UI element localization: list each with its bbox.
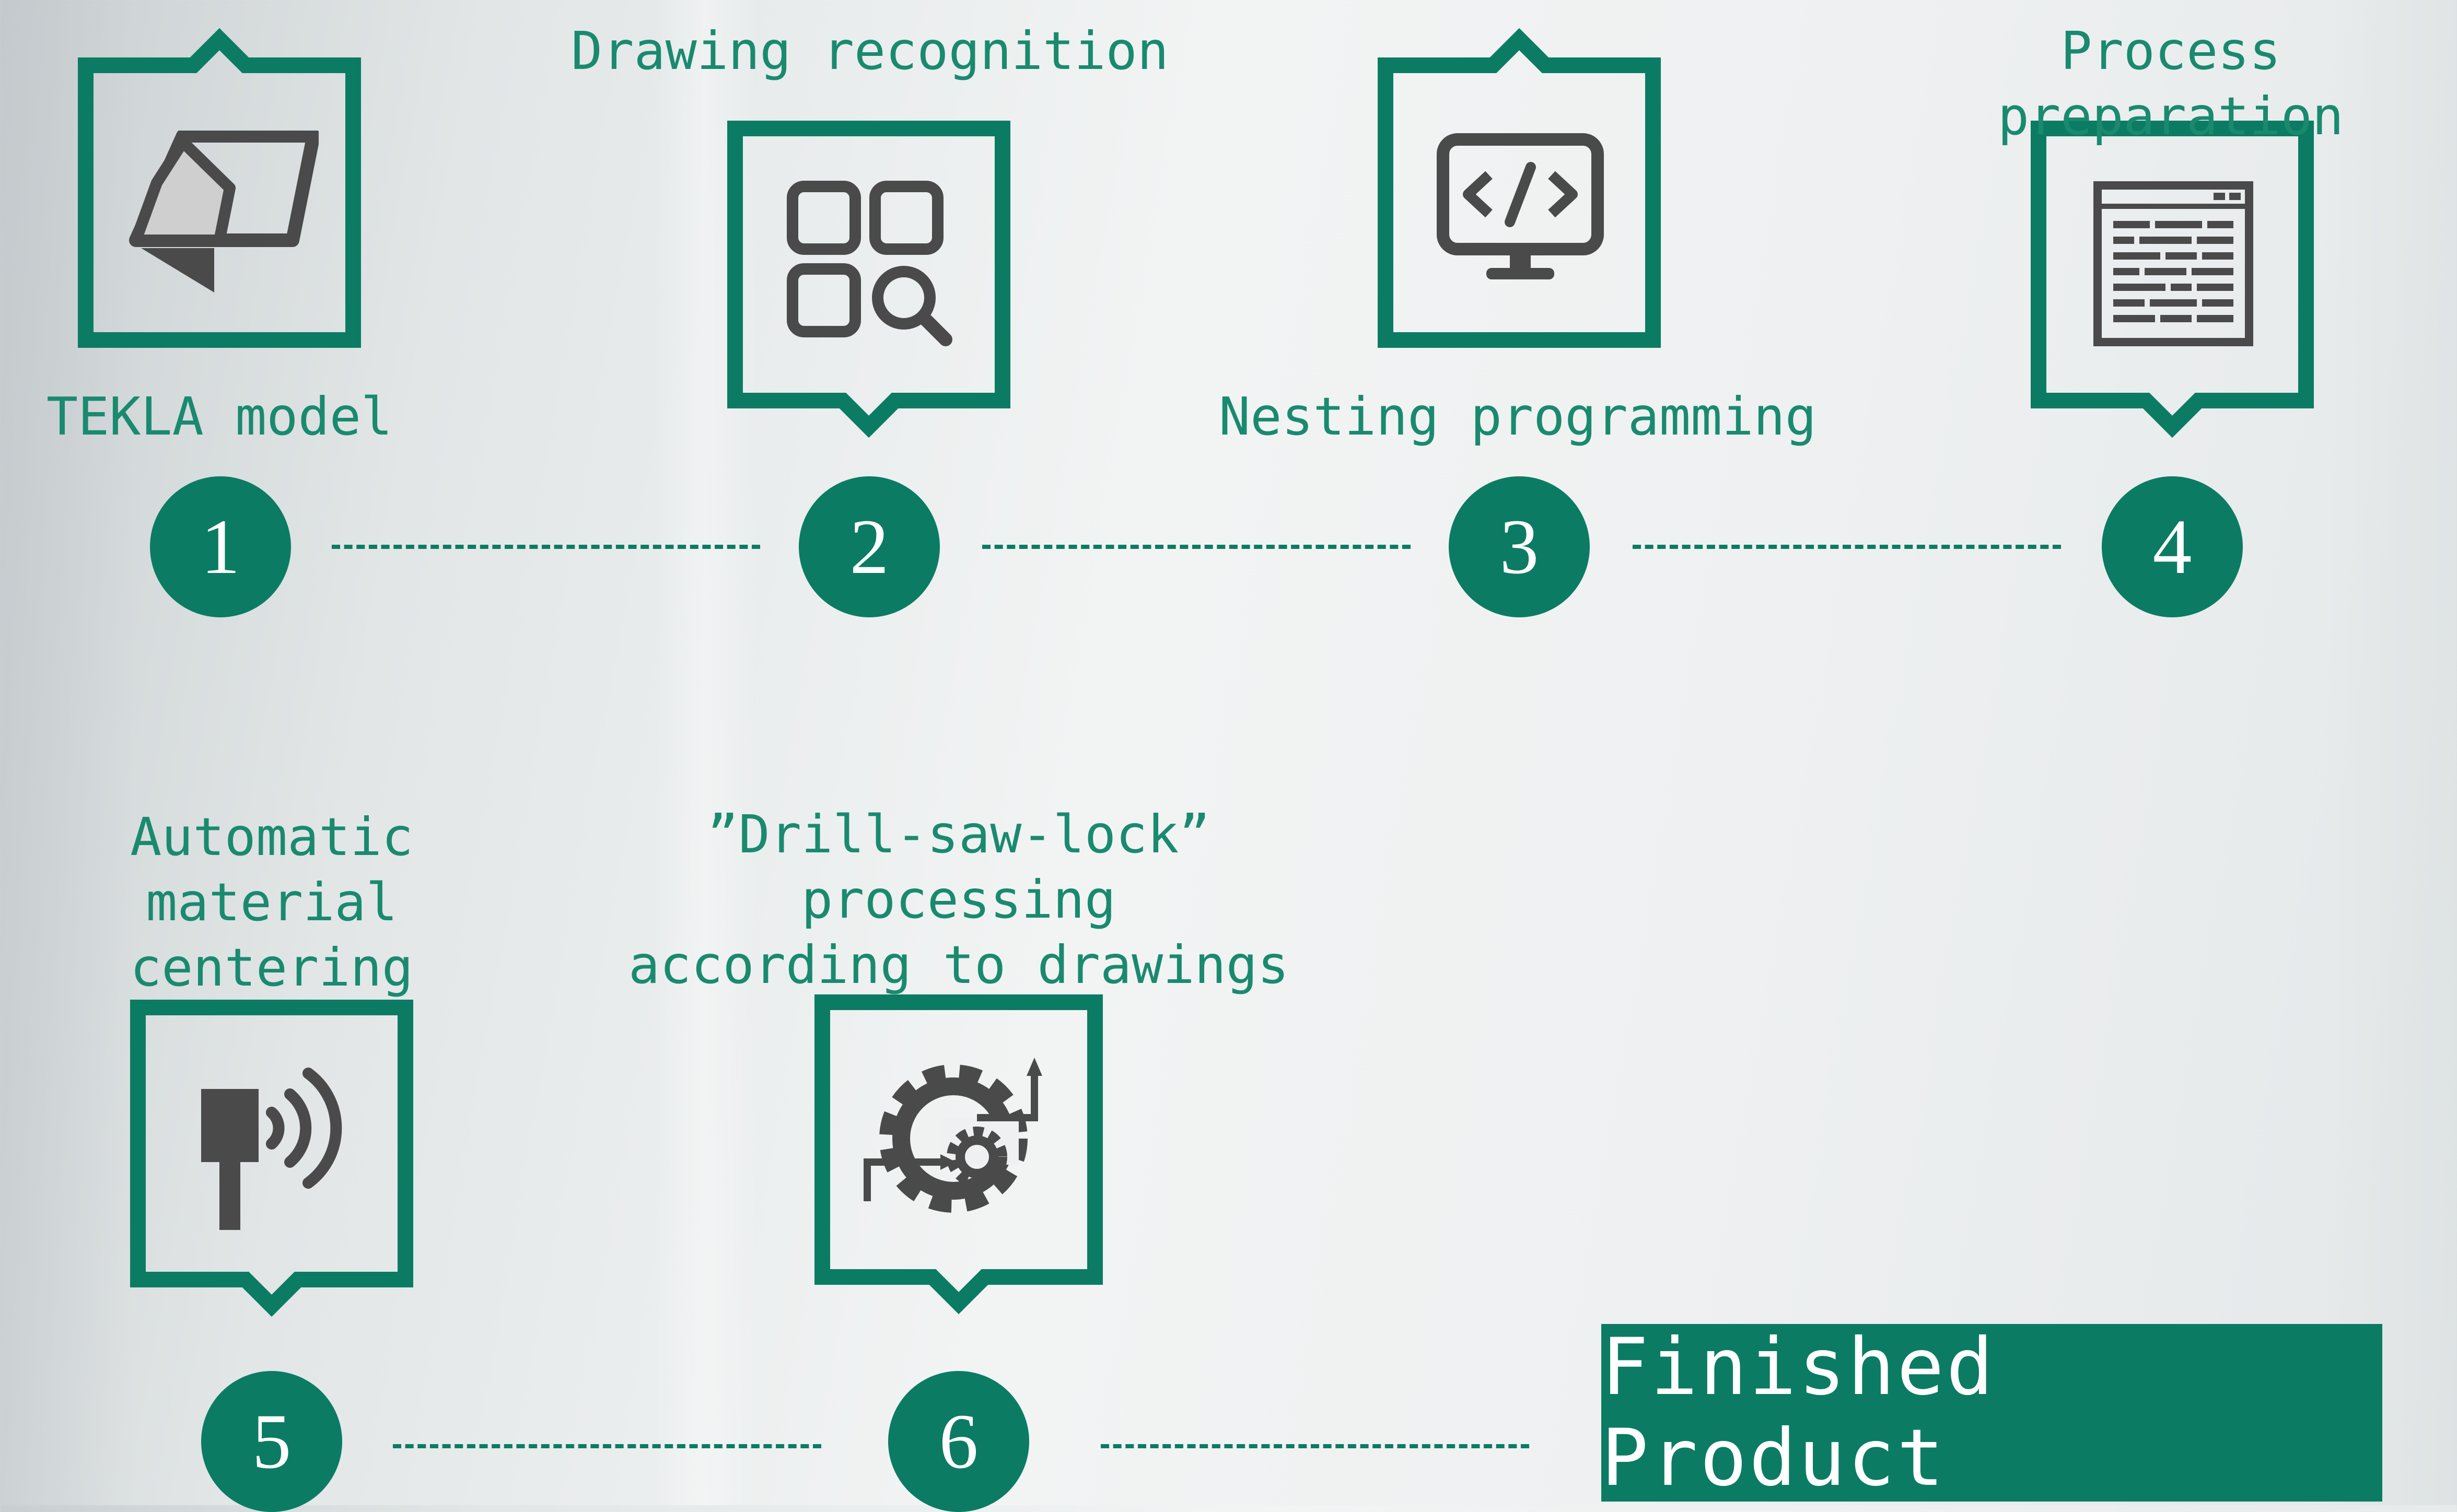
gear-process-icon — [862, 1050, 1055, 1227]
step-2-frame — [727, 121, 1010, 445]
step-5-number: 5 — [201, 1371, 342, 1512]
step-3-number: 3 — [1449, 476, 1590, 617]
step-1-number: 1 — [150, 476, 291, 617]
step-5-label: Automatic material centering — [130, 806, 413, 998]
tekla-model-icon — [120, 129, 320, 298]
connector-2-3 — [982, 545, 1411, 549]
step-4-number: 4 — [2102, 476, 2243, 617]
connector-6-final — [1101, 1444, 1529, 1448]
step-6-number: 6 — [888, 1371, 1029, 1512]
step-6-frame — [814, 994, 1103, 1319]
step-1-frame — [78, 24, 361, 348]
step-2-number: 2 — [799, 476, 940, 617]
drawing-recognition-icon — [786, 180, 953, 347]
step-3-label: Nesting programming — [1219, 386, 1816, 447]
step-3-frame — [1378, 24, 1661, 348]
step-1-label: TEKLA model — [46, 386, 393, 447]
code-monitor-icon — [1437, 133, 1604, 290]
connector-3-4 — [1633, 545, 2061, 549]
step-5-frame — [130, 1000, 413, 1324]
process-sheet-icon — [2092, 180, 2254, 347]
connector-5-6 — [393, 1444, 821, 1448]
sensor-icon — [199, 1050, 355, 1233]
step-4-frame — [2031, 121, 2314, 445]
finished-product-box: Finished Product — [1601, 1322, 2382, 1504]
connector-1-2 — [332, 545, 760, 549]
step-2-label: Drawing recognition — [571, 20, 1169, 81]
step-4-label: Process preparation — [1997, 20, 2344, 147]
step-6-label: ”Drill-saw-lock” processing according to… — [628, 804, 1289, 995]
